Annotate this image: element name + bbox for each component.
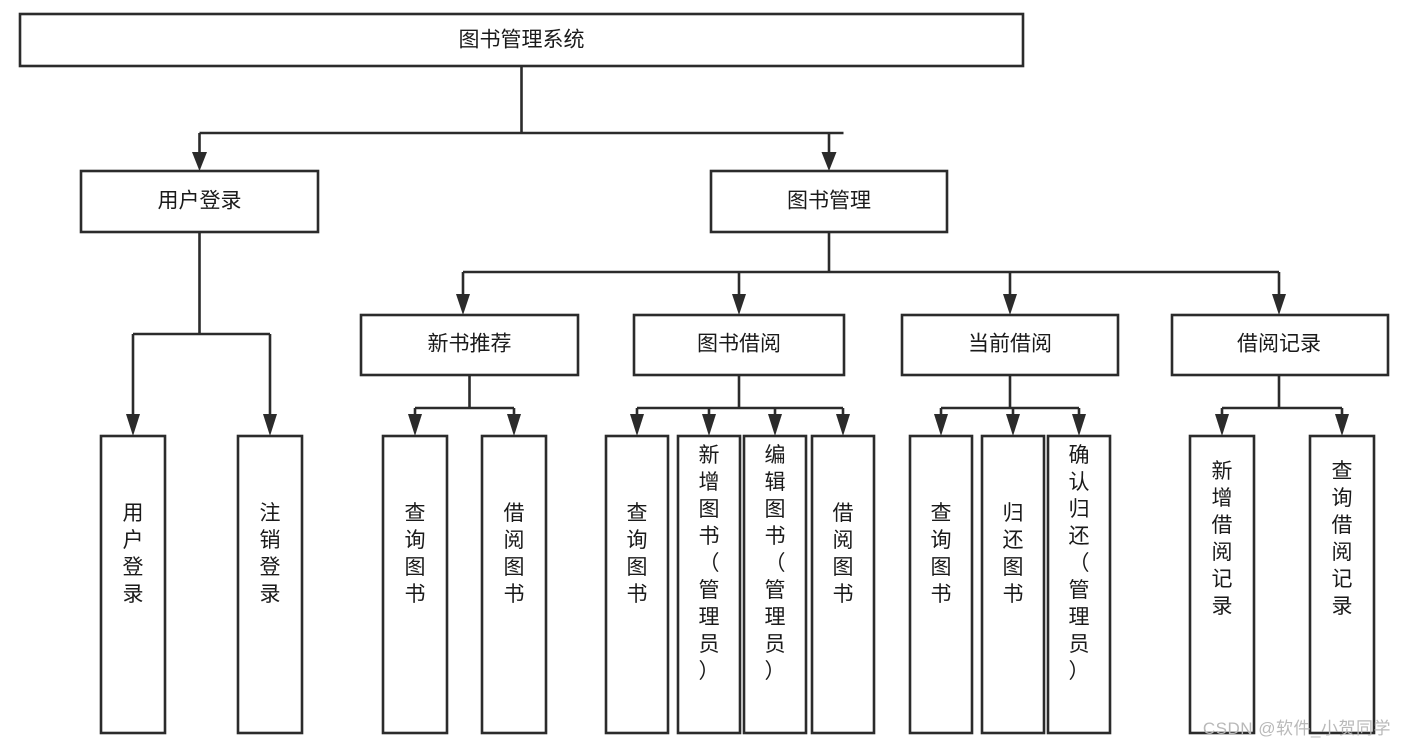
node-current-borrow[interactable]: 当前借阅 (900, 313, 1120, 377)
arrowhead-user-login (192, 152, 207, 171)
node-root-box[interactable] (18, 12, 1025, 68)
node-current-borrow-box[interactable] (900, 313, 1120, 377)
leaf-user-login[interactable]: 用户登录 (99, 434, 167, 735)
leaf-borrow-query-book-box[interactable] (604, 434, 670, 735)
arrowhead-borrow-leaf1 (630, 414, 644, 436)
node-borrow-record[interactable]: 借阅记录 (1170, 313, 1390, 377)
node-new-book-recommend-box[interactable] (359, 313, 580, 377)
leaf-current-query-book-box[interactable] (908, 434, 974, 735)
node-root-label: 图书管理系统 (459, 29, 585, 52)
leaf-borrow-borrow-book-label: 借阅图书 (833, 502, 854, 606)
arrowhead-current-leaf3 (1072, 414, 1086, 436)
leaf-current-confirm-return-admin[interactable]: 确认归还（管理员） (1046, 434, 1112, 735)
node-root[interactable]: 图书管理系统 (18, 12, 1025, 68)
node-book-management-label: 图书管理 (787, 190, 871, 213)
arrowhead-current-leaf2 (1006, 414, 1020, 436)
leaf-current-return-book-box[interactable] (980, 434, 1046, 735)
leaf-record-query-record-label: 查询借阅记录 (1332, 460, 1353, 618)
leaf-current-query-book[interactable]: 查询图书 (908, 434, 974, 735)
leaf-logout-box[interactable] (236, 434, 304, 735)
leaf-record-query-record-box[interactable] (1308, 434, 1376, 735)
leaf-borrow-edit-book-admin[interactable]: 编辑图书（管理员） (742, 434, 808, 735)
node-book-borrow-box[interactable] (632, 313, 846, 377)
node-current-borrow-label: 当前借阅 (968, 333, 1052, 356)
leaf-record-add-record-box[interactable] (1188, 434, 1256, 735)
leaf-borrow-borrow-book-box[interactable] (810, 434, 876, 735)
node-borrow-record-box[interactable] (1170, 313, 1390, 377)
arrowhead-borrow (732, 294, 746, 315)
leaf-newbook-query-book-box[interactable] (381, 434, 449, 735)
node-book-management[interactable]: 图书管理 (709, 169, 949, 234)
node-book-borrow[interactable]: 图书借阅 (632, 313, 846, 377)
arrowhead-current-leaf1 (934, 414, 948, 436)
leaf-borrow-borrow-book[interactable]: 借阅图书 (810, 434, 876, 735)
arrowhead-borrow-leaf2 (702, 414, 716, 436)
node-borrow-record-label: 借阅记录 (1237, 333, 1321, 356)
leaf-newbook-borrow-book-label: 借阅图书 (504, 502, 525, 606)
node-new-book-recommend[interactable]: 新书推荐 (359, 313, 580, 377)
leaf-logout[interactable]: 注销登录 (236, 434, 304, 735)
leaf-newbook-query-book[interactable]: 查询图书 (381, 434, 449, 735)
arrowhead-book-mgmt (821, 152, 837, 171)
leaf-current-confirm-return-admin-label: 确认归还（管理员） (1069, 444, 1090, 683)
csdn-watermark: CSDN @软件_小贺同学 (1202, 719, 1391, 738)
arrowhead-leaf-logout (263, 414, 277, 436)
leaf-user-login-label: 用户登录 (123, 502, 144, 606)
node-user-login-box[interactable] (79, 169, 320, 234)
arrowhead-newbook (456, 294, 470, 315)
leaf-current-query-book-label: 查询图书 (931, 502, 952, 606)
leaf-borrow-edit-book-admin-label: 编辑图书（管理员） (765, 444, 786, 683)
leaf-record-add-record-label: 新增借阅记录 (1212, 460, 1233, 618)
arrowhead-record-leaf1 (1215, 414, 1229, 436)
arrowhead-newbook-leaf1 (408, 414, 422, 436)
leaf-borrow-add-book-admin[interactable]: 新增图书（管理员） (676, 434, 742, 735)
arrowhead-leaf-user-login (126, 414, 140, 436)
leaf-user-login-box[interactable] (99, 434, 167, 735)
arrowhead-borrow-leaf4 (836, 414, 850, 436)
leaf-record-query-record[interactable]: 查询借阅记录 (1308, 434, 1376, 735)
leaf-borrow-add-book-admin-box[interactable] (676, 434, 742, 735)
node-new-book-recommend-label: 新书推荐 (428, 333, 512, 356)
leaf-borrow-add-book-admin-label: 新增图书（管理员） (699, 444, 720, 683)
leaf-current-return-book[interactable]: 归还图书 (980, 434, 1046, 735)
arrowhead-record (1272, 294, 1286, 315)
leaf-logout-label: 注销登录 (260, 502, 281, 606)
leaf-newbook-borrow-book-box[interactable] (480, 434, 548, 735)
arrowhead-record-leaf2 (1335, 414, 1349, 436)
connector-layer (126, 66, 1349, 436)
arrowhead-newbook-leaf2 (507, 414, 521, 436)
leaf-newbook-query-book-label: 查询图书 (405, 502, 426, 606)
arrowhead-borrow-leaf3 (768, 414, 782, 436)
leaf-newbook-borrow-book[interactable]: 借阅图书 (480, 434, 548, 735)
node-user-login[interactable]: 用户登录 (79, 169, 320, 234)
arrowhead-current (1003, 294, 1017, 315)
node-book-management-box[interactable] (709, 169, 949, 234)
node-book-borrow-label: 图书借阅 (697, 333, 781, 356)
leaf-borrow-query-book[interactable]: 查询图书 (604, 434, 670, 735)
leaf-current-confirm-return-admin-box[interactable] (1046, 434, 1112, 735)
leaf-borrow-query-book-label: 查询图书 (627, 502, 648, 606)
leaf-record-add-record[interactable]: 新增借阅记录 (1188, 434, 1256, 735)
leaf-borrow-edit-book-admin-box[interactable] (742, 434, 808, 735)
node-user-login-label: 用户登录 (158, 190, 242, 213)
leaf-current-return-book-label: 归还图书 (1003, 502, 1024, 606)
